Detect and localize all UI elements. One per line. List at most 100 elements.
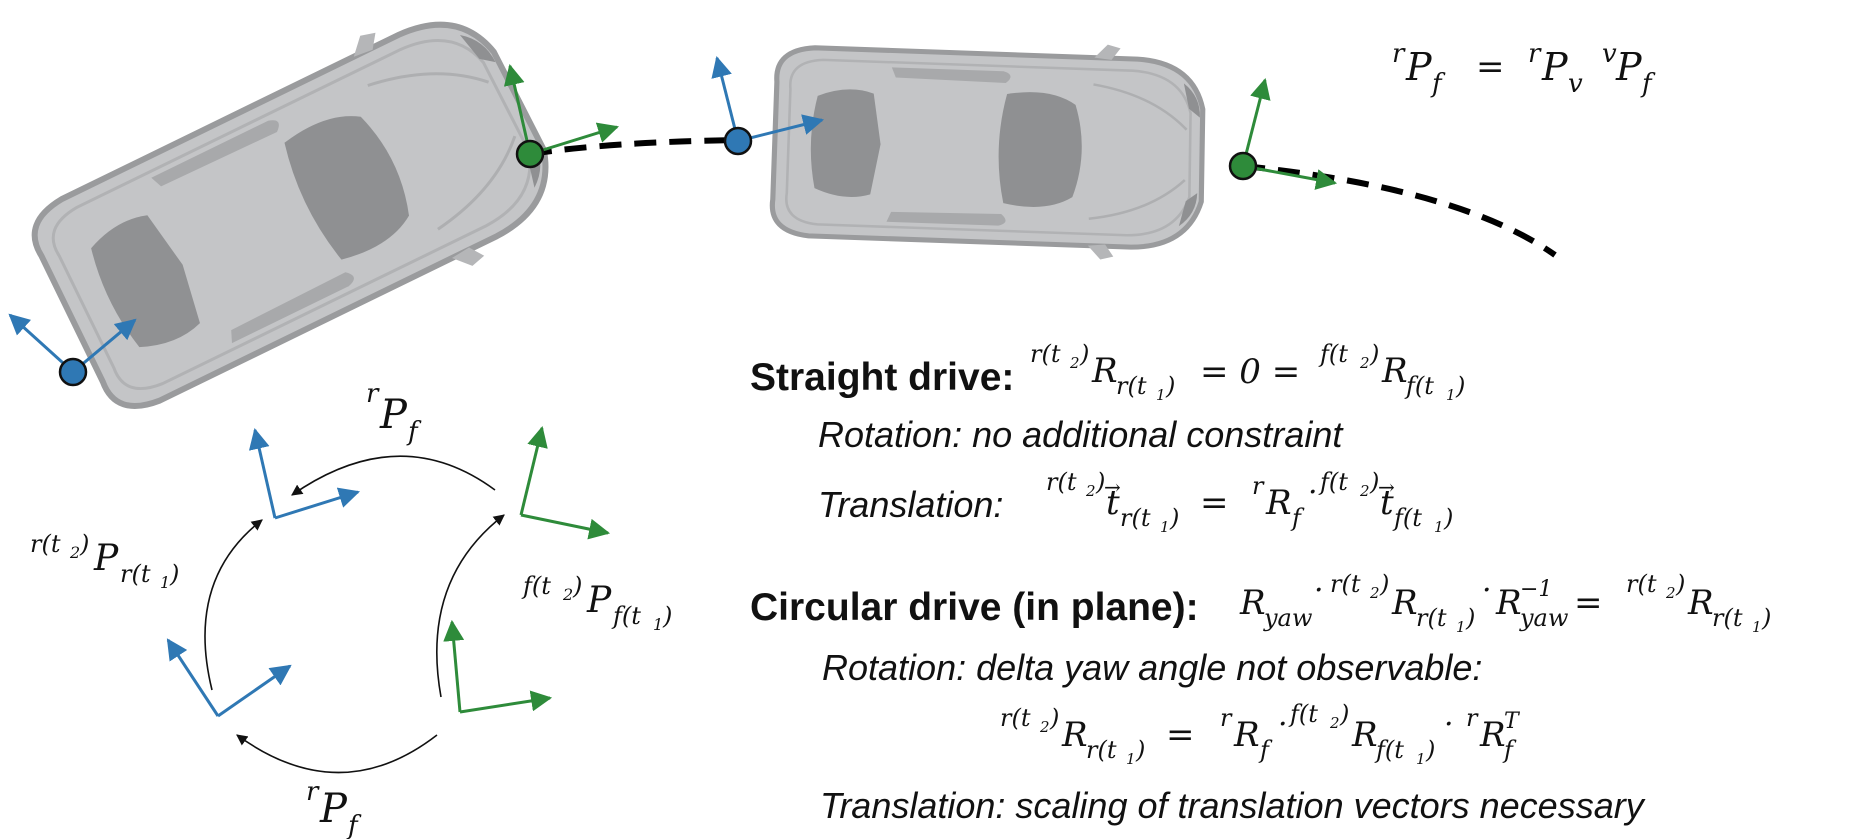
svg-text:·: · bbox=[1314, 573, 1324, 608]
pose-chain-equation: r P f = r P v v P f bbox=[1392, 39, 1656, 99]
svg-text:1: 1 bbox=[1456, 618, 1466, 636]
svg-text:): ) bbox=[1425, 736, 1435, 764]
label-right-pf: f(t 2 ) P f(t 1 ) bbox=[521, 572, 672, 634]
svg-text:): ) bbox=[1443, 504, 1453, 532]
svg-text:R: R bbox=[1265, 483, 1292, 523]
svg-text:1: 1 bbox=[653, 615, 663, 634]
svg-text:P: P bbox=[1541, 45, 1569, 89]
svg-text:): ) bbox=[1135, 736, 1145, 764]
svg-text:f: f bbox=[1290, 504, 1305, 532]
svg-text:=: = bbox=[1476, 47, 1505, 87]
svg-text:f(t: f(t bbox=[1318, 340, 1348, 368]
svg-text:R: R bbox=[1479, 715, 1506, 755]
svg-text:1: 1 bbox=[1752, 618, 1762, 636]
svg-text:yaw: yaw bbox=[1519, 604, 1569, 632]
svg-text:): ) bbox=[1379, 570, 1389, 598]
trajectory-dashed-line-2 bbox=[1242, 163, 1557, 258]
svg-text:1: 1 bbox=[1160, 518, 1170, 536]
label-bottom-pf: r P f bbox=[306, 777, 362, 839]
svg-text:r(t: r(t bbox=[1416, 604, 1447, 632]
svg-text:R: R bbox=[1391, 583, 1418, 623]
svg-text:1: 1 bbox=[1434, 518, 1444, 536]
svg-text:2: 2 bbox=[1369, 584, 1380, 602]
svg-text:v: v bbox=[1568, 69, 1583, 99]
svg-text:): ) bbox=[1165, 372, 1175, 400]
circular-drive-block: Circular drive (in plane): R yaw · r(t 2… bbox=[750, 570, 1771, 826]
svg-text:→: → bbox=[1378, 475, 1395, 499]
svg-text:): ) bbox=[1169, 504, 1179, 532]
svg-text:f: f bbox=[1502, 736, 1517, 764]
svg-text:r(t: r(t bbox=[30, 530, 61, 558]
svg-text:=: = bbox=[1574, 583, 1603, 623]
svg-text:=: = bbox=[1200, 483, 1229, 523]
svg-text:f(t: f(t bbox=[1404, 372, 1434, 400]
svg-text:f(t: f(t bbox=[1288, 700, 1318, 728]
svg-text:): ) bbox=[79, 530, 89, 558]
svg-text:): ) bbox=[1095, 468, 1105, 496]
straight-rotation-text: Rotation: no additional constraint bbox=[818, 414, 1344, 455]
svg-text:f: f bbox=[1430, 69, 1446, 99]
svg-text:): ) bbox=[169, 560, 179, 588]
svg-text:t: t bbox=[1106, 483, 1120, 523]
svg-text:P: P bbox=[1615, 45, 1643, 89]
svg-text:): ) bbox=[572, 572, 582, 600]
svg-text:): ) bbox=[1455, 372, 1465, 400]
svg-text:−1: −1 bbox=[1520, 577, 1552, 602]
svg-text:·: · bbox=[1482, 573, 1492, 608]
svg-text:P: P bbox=[586, 580, 612, 621]
svg-text:2: 2 bbox=[1359, 482, 1370, 500]
svg-text:·: · bbox=[1308, 475, 1318, 510]
label-top-pf: r P f bbox=[366, 379, 422, 447]
svg-text:2: 2 bbox=[1359, 354, 1370, 372]
svg-text:→: → bbox=[1104, 475, 1121, 499]
circular-drive-heading: Circular drive (in plane): bbox=[750, 586, 1199, 629]
svg-text:r: r bbox=[1392, 39, 1406, 69]
svg-text:r(t: r(t bbox=[1116, 372, 1147, 400]
svg-text:r(t: r(t bbox=[1086, 736, 1117, 764]
svg-text:r(t: r(t bbox=[1030, 340, 1061, 368]
blue-frame-right-car bbox=[711, 55, 825, 156]
label-left-pr: r(t 2 ) P r(t 1 ) bbox=[30, 530, 179, 592]
svg-text:1: 1 bbox=[1446, 386, 1456, 404]
svg-text:r: r bbox=[1466, 704, 1479, 732]
svg-text:1: 1 bbox=[1156, 386, 1166, 404]
svg-text:1: 1 bbox=[1126, 750, 1136, 768]
svg-text:): ) bbox=[1369, 468, 1379, 496]
svg-text:): ) bbox=[662, 602, 672, 630]
blue-frame-left-car bbox=[8, 313, 137, 387]
svg-text:): ) bbox=[1465, 604, 1475, 632]
frame-loop bbox=[166, 425, 611, 774]
car-right bbox=[771, 33, 1207, 263]
svg-text:·: · bbox=[1444, 707, 1454, 742]
trajectory-dashed-line bbox=[529, 137, 739, 157]
svg-text:P: P bbox=[379, 392, 408, 438]
svg-text:= 0 =: = 0 = bbox=[1200, 352, 1300, 392]
circular-rotation-text: Rotation: delta yaw angle not observable… bbox=[822, 647, 1482, 688]
svg-text:R: R bbox=[1239, 583, 1266, 623]
svg-text:f(t: f(t bbox=[1318, 468, 1348, 496]
svg-text:r(t: r(t bbox=[1120, 504, 1151, 532]
svg-text:1: 1 bbox=[160, 573, 170, 592]
straight-drive-heading: Straight drive: bbox=[750, 356, 1014, 399]
svg-text:R: R bbox=[1091, 351, 1118, 391]
svg-text:f(t: f(t bbox=[611, 602, 641, 630]
green-frame-left-car bbox=[503, 63, 620, 169]
svg-text:v: v bbox=[1602, 39, 1617, 69]
svg-text:R: R bbox=[1495, 583, 1522, 623]
svg-text:f: f bbox=[1640, 69, 1656, 99]
svg-text:2: 2 bbox=[1329, 714, 1340, 732]
svg-text:P: P bbox=[319, 786, 348, 832]
svg-text:): ) bbox=[1369, 340, 1379, 368]
svg-text:R: R bbox=[1233, 715, 1260, 755]
svg-text:2: 2 bbox=[1039, 718, 1050, 736]
svg-text:r: r bbox=[1220, 704, 1233, 732]
svg-text:r(t: r(t bbox=[1000, 704, 1031, 732]
svg-text:T: T bbox=[1504, 709, 1521, 734]
svg-text:): ) bbox=[1079, 340, 1089, 368]
blue-frame-t1 bbox=[166, 638, 292, 718]
car-left bbox=[16, 0, 576, 434]
svg-text:R: R bbox=[1381, 351, 1408, 391]
svg-text:R: R bbox=[1351, 715, 1378, 755]
svg-text:f: f bbox=[1258, 736, 1273, 764]
